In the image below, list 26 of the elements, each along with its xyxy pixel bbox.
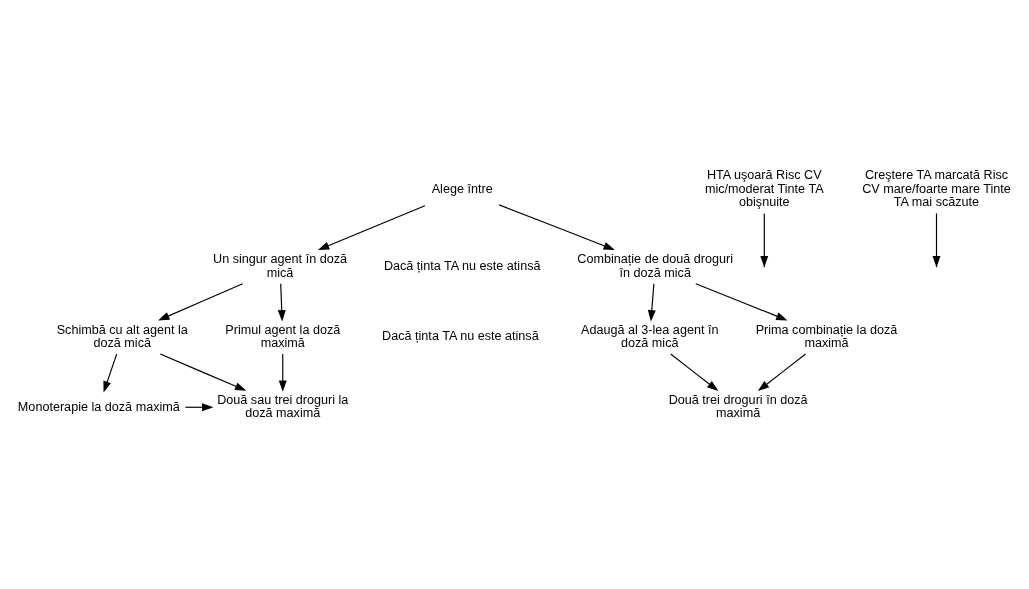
node-text: Schimbă cu alt agent la doză mică <box>56 322 188 350</box>
node-text: Alege între <box>431 181 493 196</box>
arrow <box>647 282 656 321</box>
label: Dacă ținta TA nu este atinsă <box>383 258 541 273</box>
node-text: Primul agent la doză maximă <box>225 322 341 350</box>
arrow <box>103 353 118 393</box>
node-text: Creştere TA marcată Risc CV mare/foarte mare Tinte TA mai scăzute <box>862 167 1011 209</box>
node-text: Două trei droguri în doză maximă <box>668 392 808 420</box>
node-text: Adaugă al 3-lea agent în doză mică <box>581 322 719 350</box>
arrow <box>670 353 719 391</box>
node-text: Combinație de două droguri în doză mică <box>577 251 733 280</box>
arrow <box>159 353 247 391</box>
arrow <box>158 282 244 320</box>
arrow <box>277 282 286 321</box>
arrow <box>278 353 287 392</box>
node-text: Monoterapie la doză maximă <box>17 399 180 414</box>
arrow <box>757 353 807 391</box>
node-text: HTA uşoară Risc CV mic/moderat Tinte TA obişnuite <box>704 167 824 209</box>
node-text: Un singur agent în doză mică <box>213 251 347 280</box>
arrow <box>498 203 615 250</box>
arrow <box>317 204 426 250</box>
node-text: Prima combinație la doză maximă <box>755 322 898 350</box>
node-text: Două sau trei droguri la doză maximă <box>217 392 349 420</box>
arrow <box>695 282 788 320</box>
label: Dacă ținta TA nu este atinsă <box>382 328 539 343</box>
arrow <box>760 212 769 267</box>
